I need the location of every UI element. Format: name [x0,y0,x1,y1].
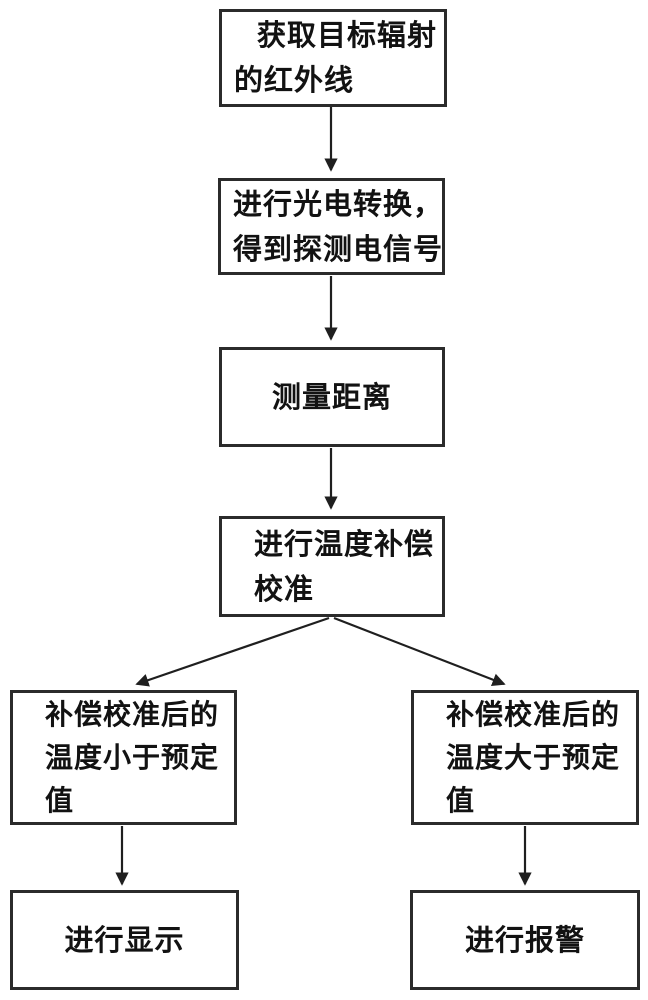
node-temp-below-threshold: 补偿校准后的 温度小于预定 值 [10,690,237,825]
node-text-line: 温度小于预定 [45,741,220,774]
edge-calibrate-to-below-arrow [135,616,330,687]
node-text-line: 温度大于预定 [446,741,621,774]
node-temp-above-threshold: 补偿校准后的 温度大于预定 值 [411,690,639,825]
node-text-line: 的红外线 [234,63,355,97]
node-perform-display: 进行显示 [10,890,239,990]
node-text-line: 校准 [254,571,315,606]
node-photoelectric-conversion: 进行光电转换， 得到探测电信号 [218,178,445,275]
node-text-line: 补偿校准后的 [446,698,621,731]
node-text-line: 进行报警 [464,922,585,957]
node-text-line: 进行光电转换， [233,186,444,221]
node-text-line: 进行温度补偿 [254,526,435,561]
node-acquire-infrared: 获取目标辐射 的红外线 [219,9,447,107]
node-text-line: 获取目标辐射 [257,18,438,52]
node-temperature-compensation: 进行温度补偿 校准 [219,516,445,617]
node-text-line: 得到探测电信号 [233,231,444,266]
node-measure-distance: 测量距离 [219,347,445,447]
node-text-line: 值 [446,784,476,817]
node-text-line: 值 [45,784,75,817]
node-text-line: 补偿校准后的 [45,698,220,731]
node-text-line: 进行显示 [64,922,185,957]
node-text-line: 测量距离 [271,379,392,414]
node-perform-alarm: 进行报警 [410,890,640,990]
edge-calibrate-to-above-arrow [333,616,506,687]
